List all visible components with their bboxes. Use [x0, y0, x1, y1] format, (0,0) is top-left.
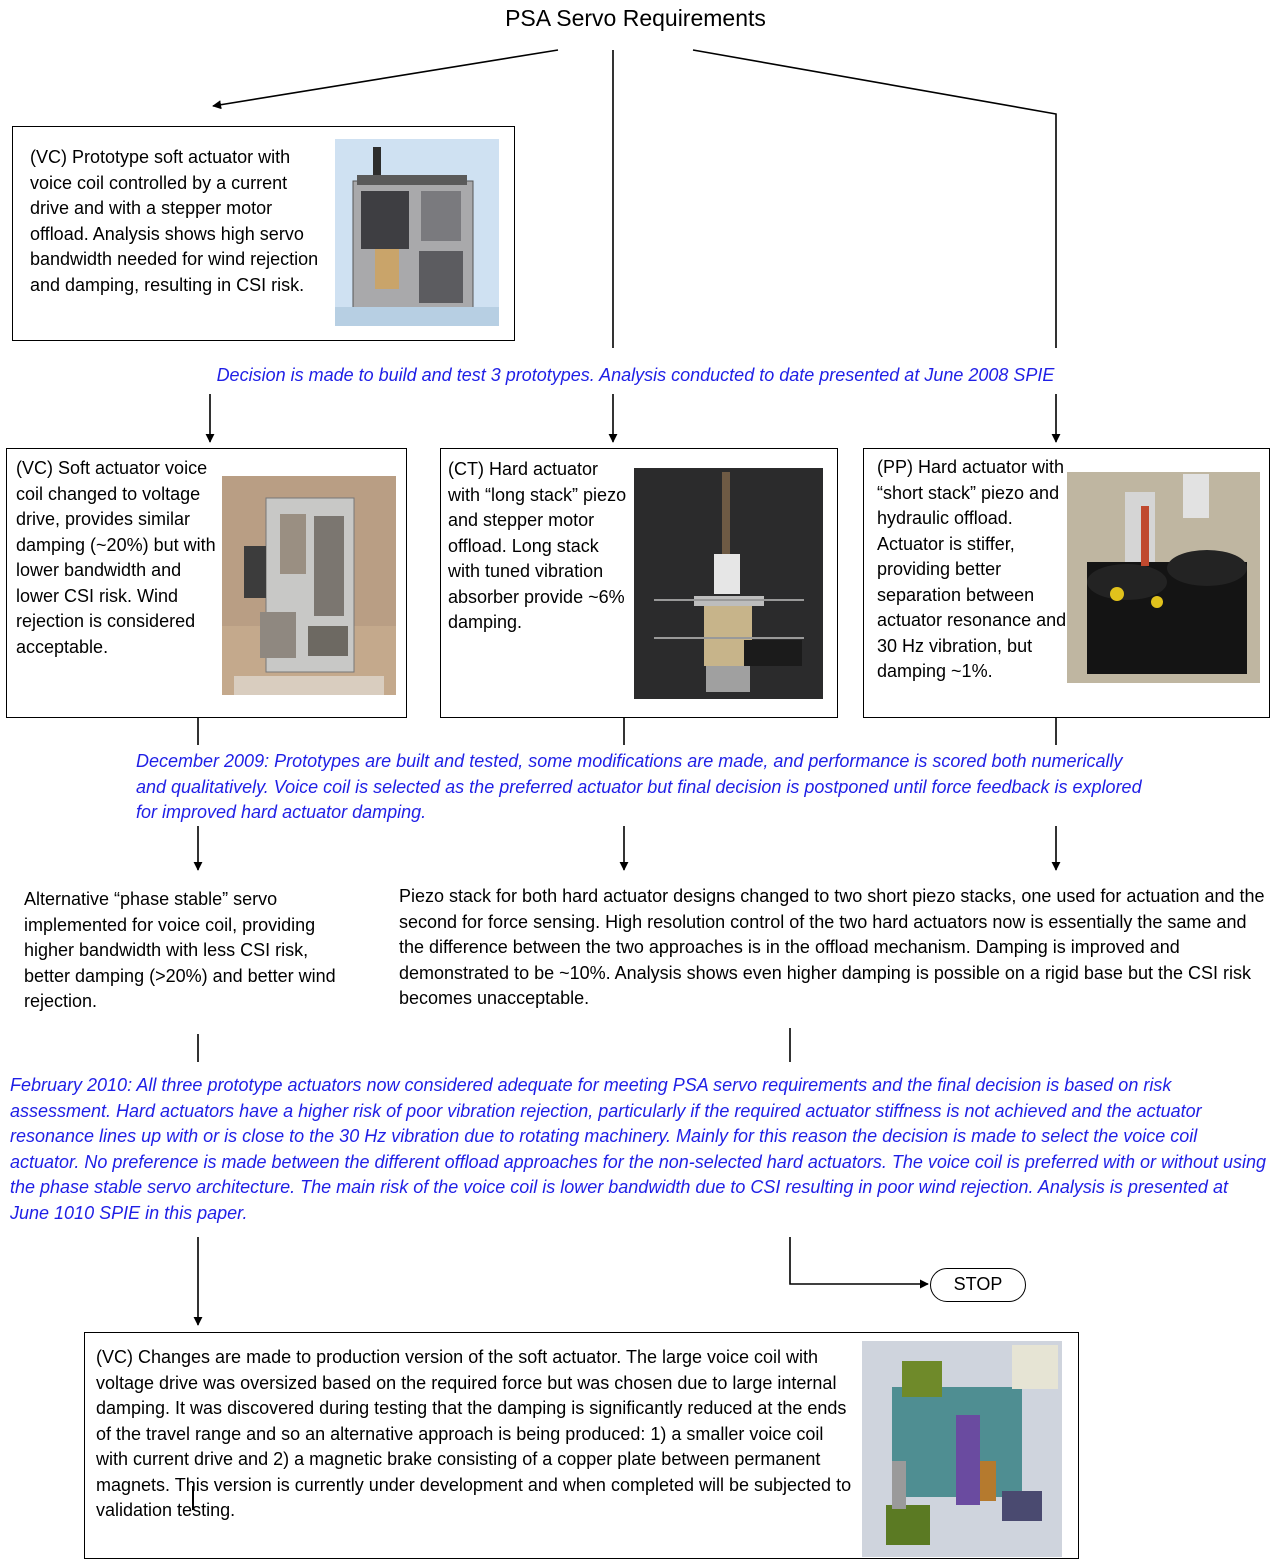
- diagram-title: PSA Servo Requirements: [505, 5, 766, 31]
- voice-coil-voltage-drive-photo: [222, 476, 396, 695]
- pp-actuator-text: (PP) Hard actuator with “short stack” pi…: [877, 457, 1067, 681]
- top-prototype-box: (VC) Prototype soft actuator with voice …: [12, 126, 515, 341]
- piezo-stack-change-text: Piezo stack for both hard actuator desig…: [399, 886, 1265, 1008]
- text-cursor-mark: [192, 1486, 194, 1510]
- vc-actuator-box: (VC) Soft actuator voice coil changed to…: [6, 448, 407, 718]
- short-stack-piezo-photo: [1067, 472, 1260, 683]
- long-stack-piezo-photo: [634, 468, 823, 699]
- decision-note-feb-2010: February 2010: All three prototype actua…: [10, 1075, 1267, 1223]
- phase-stable-servo-text: Alternative “phase stable” servo impleme…: [24, 889, 336, 1011]
- final-production-box: (VC) Changes are made to production vers…: [84, 1332, 1079, 1559]
- stop-terminal: STOP: [930, 1268, 1026, 1302]
- decision-note-dec-2009: December 2009: Prototypes are built and …: [136, 751, 1142, 822]
- vc-actuator-text: (VC) Soft actuator voice coil changed to…: [16, 458, 216, 657]
- line-title-right: [692, 49, 1057, 348]
- arrow-to-stop: [789, 1237, 929, 1289]
- voice-coil-prototype-photo: [335, 139, 499, 326]
- top-prototype-text: (VC) Prototype soft actuator with voice …: [30, 147, 319, 295]
- pp-actuator-box: (PP) Hard actuator with “short stack” pi…: [863, 448, 1270, 718]
- final-production-text: (VC) Changes are made to production vers…: [96, 1347, 852, 1520]
- cad-model-render: [862, 1341, 1062, 1557]
- decision-note-2008: Decision is made to build and test 3 pro…: [216, 365, 1055, 385]
- ct-actuator-text: (CT) Hard actuator with “long stack” pie…: [448, 459, 627, 632]
- arrow-title-to-top-box: [212, 49, 559, 110]
- ct-actuator-box: (CT) Hard actuator with “long stack” pie…: [440, 448, 838, 718]
